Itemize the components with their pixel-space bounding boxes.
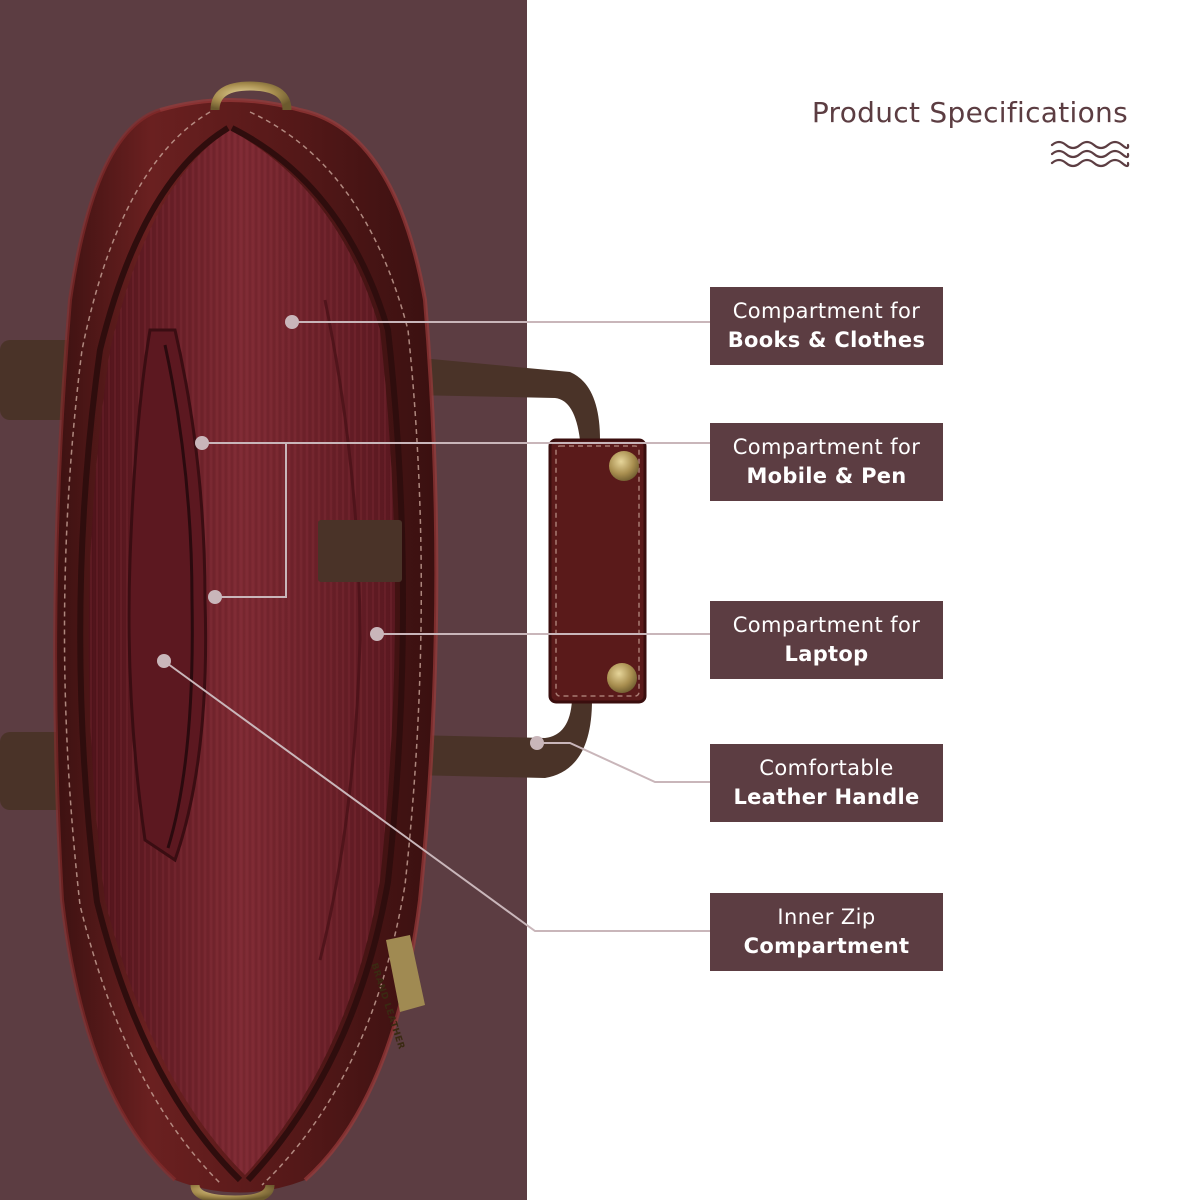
top-ring [210,81,292,111]
callout-label: Inner Zip [777,905,876,929]
callout-inner-zip: Inner Zip Compartment [710,893,943,971]
connector-handle [537,742,710,783]
page-title: Product Specifications [811,96,1128,129]
callout-feature: Mobile & Pen [746,464,907,488]
brand-tag [386,935,425,1012]
handle-rivet-bottom [607,663,637,693]
connector-zip [163,660,710,932]
wave-lines-icon [1050,140,1130,168]
dot-mobile [195,436,209,450]
callout-mobile-pen: Compartment for Mobile & Pen [710,423,943,501]
callout-feature: Compartment [743,934,910,958]
callout-laptop: Compartment for Laptop [710,601,943,679]
callout-label: Compartment for [732,435,921,459]
callout-label: Compartment for [732,613,921,637]
callout-feature: Books & Clothes [727,328,926,352]
callout-leather-handle: Comfortable Leather Handle [710,744,943,822]
dot-zip [157,654,171,668]
right-strap-bottom [410,700,592,778]
callout-feature: Leather Handle [733,785,920,809]
connector-mobile-branch [215,443,287,598]
connector-dots [157,315,544,750]
dot-laptop [370,627,384,641]
callout-label: Comfortable [759,756,894,780]
dot-books [285,315,299,329]
right-strap-top [410,357,600,440]
callout-feature: Laptop [784,642,869,666]
left-strap-upper [0,340,80,420]
dot-mobile-branch [208,590,222,604]
bottom-ring [190,1184,275,1200]
inner-strap-tab [318,520,402,582]
callout-label: Compartment for [732,299,921,323]
dot-handle [530,736,544,750]
inner-pocket [127,328,208,863]
connector-lines [163,321,710,932]
callout-books-clothes: Compartment for Books & Clothes [710,287,943,365]
handle-rivet-top [609,451,639,481]
leather-handle [548,438,647,704]
